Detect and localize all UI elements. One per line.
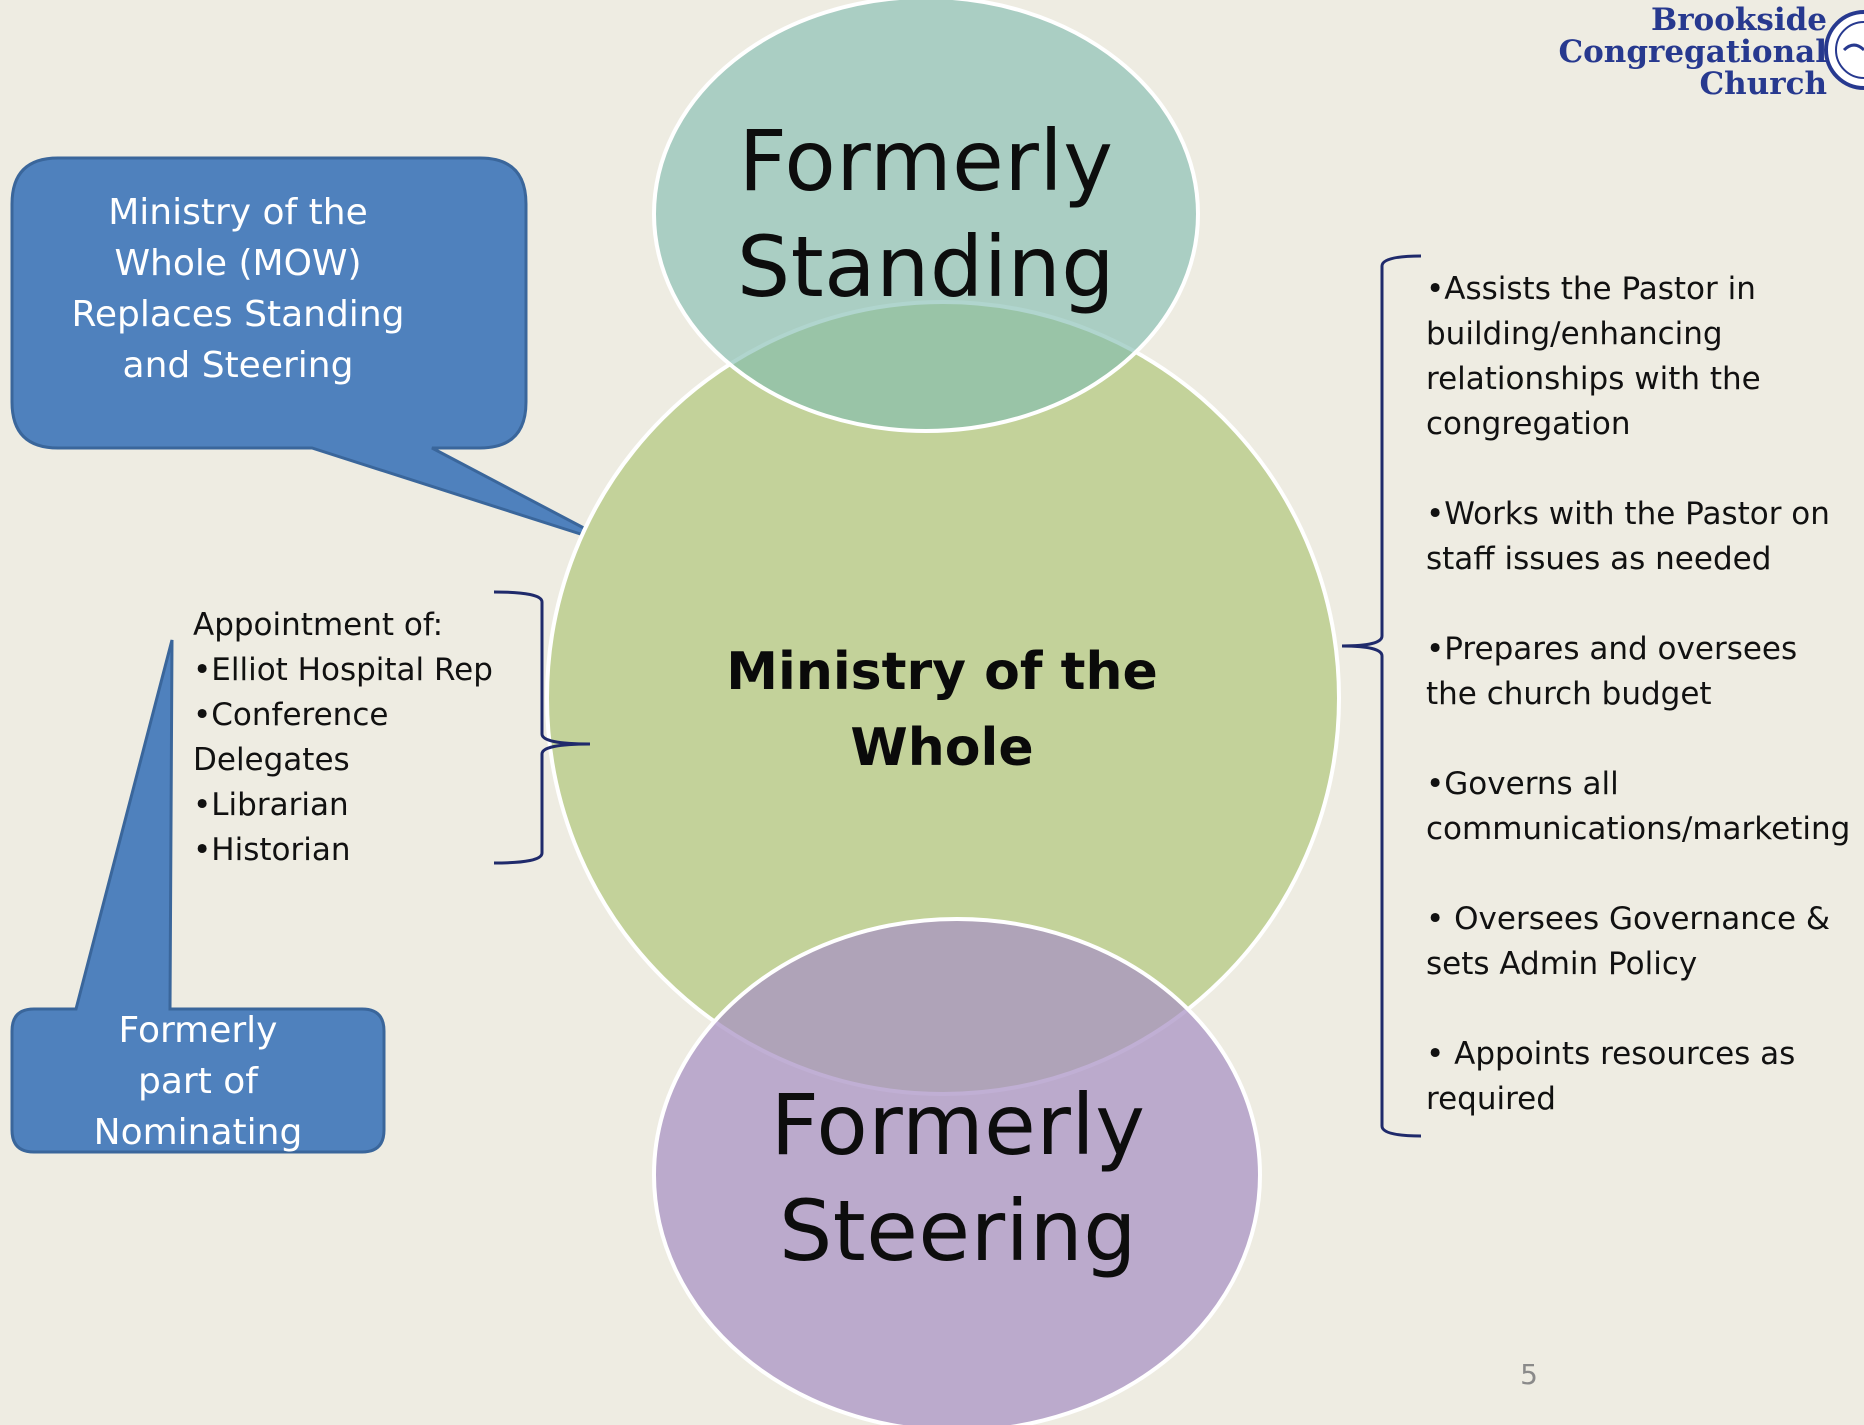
responsibility-item: •Governs all communications/marketing (1426, 766, 1851, 847)
circle-center-line-1: Ministry of the (726, 642, 1158, 702)
responsibility-item: •Works with the Pastor on staff issues a… (1426, 496, 1830, 577)
callout-top-left-shape (10, 156, 619, 548)
circle-center-label: Ministry of the Whole (692, 634, 1192, 786)
church-logo-text: Brookside Congregational Church (1558, 4, 1827, 100)
page-number: 5 (1520, 1358, 1538, 1391)
responsibility-item: •Assists the Pastor in building/enhancin… (1426, 271, 1761, 442)
circle-top-line-2: Standing (736, 218, 1116, 316)
circle-bottom-line-2: Steering (778, 1182, 1138, 1280)
logo-line-3: Church (1699, 66, 1828, 102)
logo-line-1: Brookside (1651, 2, 1827, 38)
callout-bottom-left-shape (10, 639, 386, 1154)
circle-top-line-1: Formerly (738, 112, 1114, 210)
appointments-item: •Historian (193, 832, 351, 868)
responsibilities-list: •Assists the Pastor in building/enhancin… (1426, 267, 1856, 1167)
callout-bottom-left-line-1: Formerly (118, 1010, 278, 1051)
appointments-bracket (493, 590, 591, 865)
callout-bottom-left-text: Formerly part of Nominating (48, 1005, 348, 1158)
callout-top-left-line-2: Whole (MOW) (114, 243, 362, 284)
logo-line-2: Congregational (1558, 34, 1827, 70)
appointments-item: •Conference Delegates (193, 697, 389, 778)
circle-top-label: Formerly Standing (676, 108, 1176, 320)
responsibility-item: • Appoints resources as required (1426, 1036, 1796, 1117)
callout-top-left-text: Ministry of the Whole (MOW) Replaces Sta… (38, 187, 438, 391)
circle-bottom-label: Formerly Steering (708, 1072, 1208, 1284)
appointments-heading: Appointment of: (193, 607, 444, 643)
circle-bottom-shape (652, 917, 1262, 1425)
responsibility-item: •Prepares and oversees the church budget (1426, 631, 1798, 712)
circle-center-line-2: Whole (850, 718, 1034, 778)
responsibility-item: • Oversees Governance & sets Admin Polic… (1426, 901, 1831, 982)
callout-bottom-left-line-3: Nominating (93, 1112, 303, 1153)
appointments-list: Appointment of: •Elliot Hospital Rep •Co… (193, 603, 553, 873)
callout-top-left-line-4: and Steering (122, 345, 354, 386)
appointments-item: •Librarian (193, 787, 349, 823)
church-seal-icon (1824, 10, 1864, 90)
callout-top-left-line-1: Ministry of the (108, 192, 368, 233)
callout-bottom-left-line-2: part of (138, 1061, 258, 1102)
circle-top-shape (652, 0, 1200, 433)
responsibilities-bracket (1341, 254, 1422, 1138)
circle-bottom-line-1: Formerly (770, 1076, 1146, 1174)
callout-top-left-line-3: Replaces Standing (71, 294, 405, 335)
church-logo: Brookside Congregational Church (1558, 0, 1864, 110)
appointments-item: •Elliot Hospital Rep (193, 652, 493, 688)
